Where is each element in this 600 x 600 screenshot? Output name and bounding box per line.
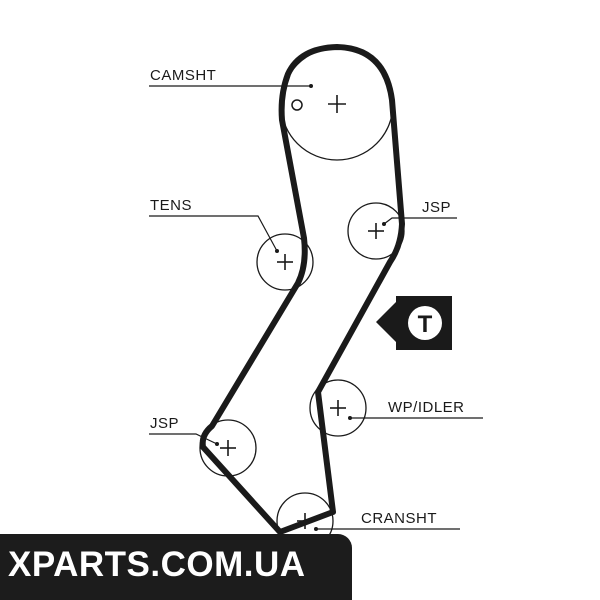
camshaft-timing-mark	[291, 99, 303, 111]
tensioner-label: TENS	[150, 197, 192, 214]
center-crosses	[220, 95, 384, 529]
jsp-lower-leader	[149, 433, 218, 445]
jsp-upper-leader	[383, 217, 457, 225]
jsp-upper-center-cross	[368, 223, 384, 239]
camshaft-label: CAMSHT	[150, 67, 216, 84]
watermark-bar	[0, 534, 352, 600]
jsp-upper-label: JSP	[422, 199, 451, 216]
jsp-lower-center-cross	[220, 440, 236, 456]
crankshaft-label: CRANSHT	[361, 510, 437, 527]
tensioner-pulley	[256, 233, 314, 291]
tensioner-leader	[149, 215, 278, 252]
leader-lines	[149, 85, 483, 530]
leader-dots	[215, 84, 386, 531]
wp-idler-label: WP/IDLER	[388, 399, 465, 416]
watermark-text: XPARTS.COM.UA	[8, 545, 306, 584]
wp-idler-pulley	[309, 379, 367, 437]
camshaft-center-cross	[328, 95, 346, 113]
crankshaft-center-cross	[297, 513, 313, 529]
tensioner-center-cross	[277, 254, 293, 270]
direction-arrow-badge-icon: T	[376, 296, 452, 350]
jsp-lower-label: JSP	[150, 415, 179, 432]
wp-idler-center-cross	[330, 400, 346, 416]
badge-letter: T	[418, 311, 433, 338]
timing-belt	[199, 44, 405, 535]
